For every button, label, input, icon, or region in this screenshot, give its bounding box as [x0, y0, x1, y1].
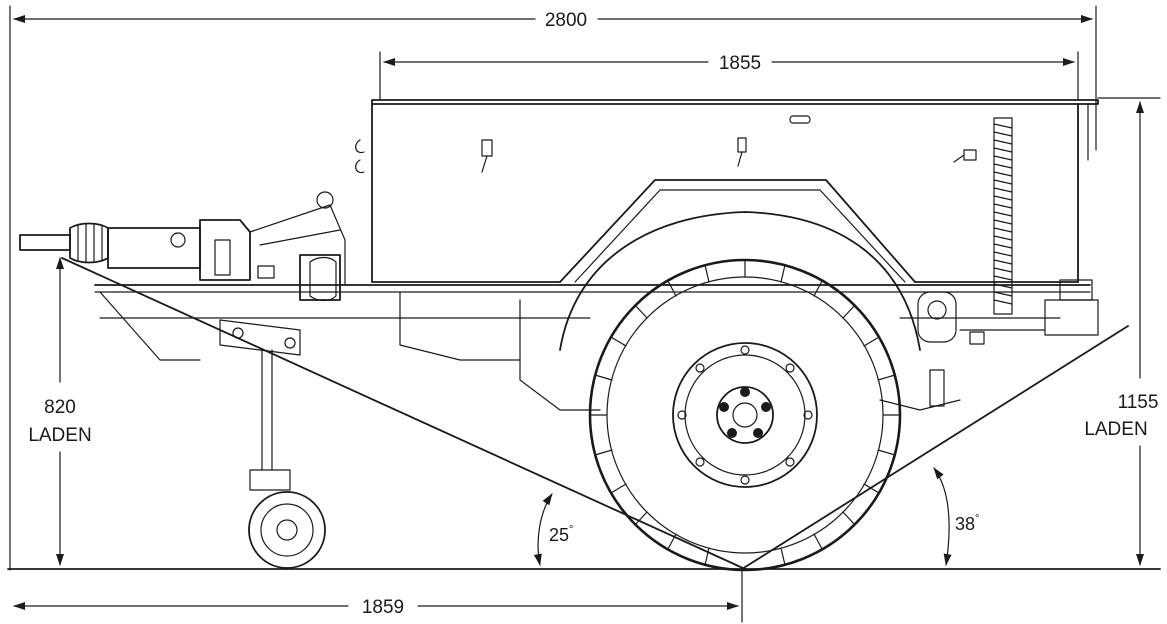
departure-angle: 38°	[741, 325, 1129, 570]
rear-fittings	[959, 279, 1099, 345]
body-length-label: 1855	[719, 53, 761, 74]
body-latch-middle	[737, 137, 747, 167]
height-front-note: LADEN	[28, 425, 91, 446]
dimension-height-front: 820 LADEN	[28, 257, 92, 566]
body-latch-front	[481, 139, 493, 173]
dimension-front-to-axle: 1859	[13, 568, 743, 623]
height-rear-note: LADEN	[1084, 419, 1147, 440]
overall-length-label: 2800	[545, 10, 587, 31]
height-front-value: 820	[44, 397, 76, 418]
height-rear-value: 1155	[1118, 392, 1159, 413]
dimension-body-length: 1855	[379, 51, 1079, 101]
mudguard	[559, 211, 921, 351]
tyre-tread	[589, 259, 901, 566]
departure-angle-label: 38°	[955, 513, 979, 534]
dimension-height-rear: 1155 LADEN	[1084, 97, 1161, 566]
drawbar-coupling	[19, 191, 346, 356]
jockey-wheel	[248, 349, 326, 569]
approach-angle: 25°	[61, 257, 746, 570]
body-top-slot	[789, 115, 811, 124]
rear-coil-spring	[993, 117, 1013, 315]
dimension-overall-length: 2800	[9, 5, 1097, 571]
chassis-frame	[94, 284, 1091, 411]
approach-angle-label: 25°	[549, 524, 573, 545]
trailer-body	[355, 99, 1099, 283]
body-latch-rear	[953, 149, 977, 163]
main-wheel	[588, 258, 902, 572]
front-to-axle-label: 1859	[362, 597, 404, 618]
